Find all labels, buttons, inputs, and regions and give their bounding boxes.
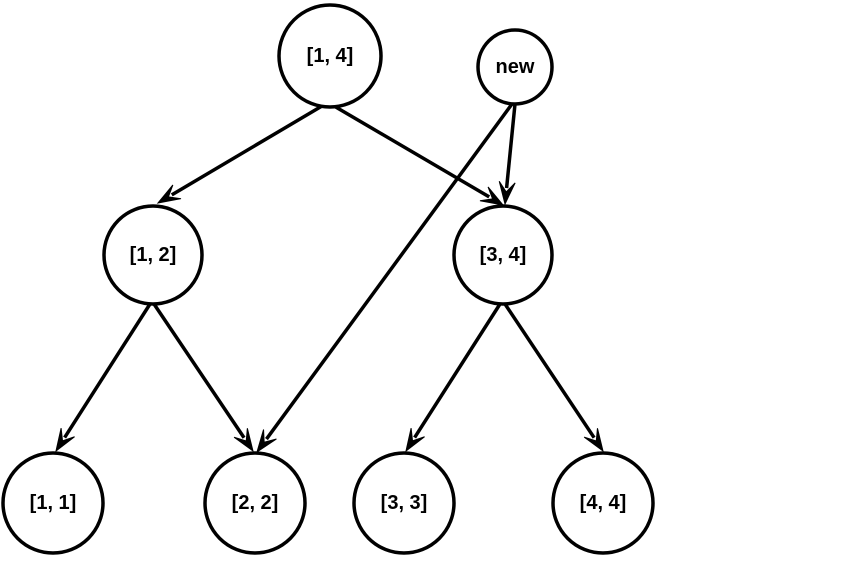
- edge-line: [265, 102, 514, 441]
- edge-n12-to-n11: [55, 303, 152, 453]
- edges-layer: [55, 102, 604, 454]
- node-label: [4, 4]: [580, 492, 627, 514]
- node-circle: [203, 451, 307, 555]
- node-n34: [3, 4]: [452, 204, 554, 306]
- edge-line: [333, 104, 491, 199]
- edge-new-to-n22: [256, 102, 514, 454]
- node-label: [2, 2]: [232, 492, 279, 514]
- node-circle: [277, 3, 383, 109]
- node-circle: [1, 451, 105, 555]
- edge-n14-to-n34: [333, 104, 505, 206]
- node-label: [3, 3]: [381, 492, 428, 514]
- arrow-head-icon: [156, 184, 182, 204]
- arrow-head-icon: [405, 428, 425, 453]
- node-label: [1, 1]: [30, 492, 77, 514]
- edge-n34-to-n44: [503, 303, 604, 453]
- edge-line: [504, 103, 517, 189]
- node-n14: [1, 4]: [277, 3, 383, 109]
- arrow-head-icon: [583, 428, 604, 453]
- node-label: new: [496, 56, 535, 78]
- edge-line: [63, 303, 152, 439]
- node-n22: [2, 2]: [203, 451, 307, 555]
- edge-n12-to-n22: [152, 303, 254, 453]
- edge-line: [413, 303, 502, 439]
- arrow-head-icon: [479, 186, 505, 206]
- node-circle: [551, 451, 655, 555]
- edge-line: [503, 303, 596, 439]
- node-circle: [102, 204, 204, 306]
- node-n44: [4, 4]: [551, 451, 655, 555]
- nodes-layer: [1, 4] new [1, 2] [3, 4] [1, 1] [2, 2] [3, 3] […: [1, 3, 655, 555]
- node-n12: [1, 2]: [102, 204, 204, 306]
- node-label: [1, 2]: [130, 244, 177, 266]
- node-label: [3, 4]: [480, 244, 527, 266]
- node-circle: [476, 28, 554, 106]
- node-circle: [452, 204, 554, 306]
- node-new: new: [476, 28, 554, 106]
- arrow-head-icon: [233, 428, 254, 453]
- edge-line: [170, 104, 323, 197]
- edge-line: [152, 303, 246, 439]
- node-label: [1, 4]: [307, 45, 354, 67]
- arrow-head-icon: [55, 428, 75, 453]
- node-n11: [1, 1]: [1, 451, 105, 555]
- edge-n34-to-n33: [405, 303, 502, 453]
- arrow-head-icon: [498, 181, 516, 206]
- edge-n14-to-n12: [156, 104, 323, 204]
- node-n33: [3, 3]: [352, 451, 456, 555]
- edge-new-to-n34: [498, 103, 517, 206]
- node-circle: [352, 451, 456, 555]
- arrow-head-icon: [256, 429, 277, 454]
